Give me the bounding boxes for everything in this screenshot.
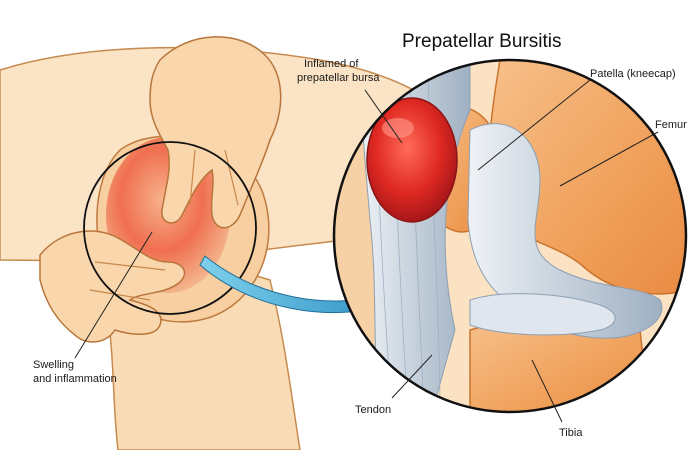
- leader-lines: [74, 79, 659, 423]
- finger-line: [224, 149, 239, 206]
- label-swelling-line2: and inflammation: [33, 373, 117, 385]
- leader-tendon: [391, 354, 433, 399]
- zoom-circle: [332, 58, 688, 414]
- knee-focus-ring: [83, 141, 257, 315]
- leader-patella: [477, 79, 591, 171]
- lower-hand: [39, 230, 186, 343]
- upper-hand: [149, 36, 282, 229]
- label-bursa-line2: prepatellar bursa: [297, 72, 380, 84]
- leader-tibia: [531, 359, 563, 423]
- finger-line: [94, 261, 166, 271]
- finger-line: [189, 149, 196, 206]
- leader-femur: [559, 131, 659, 187]
- label-bursa-line1: Inflamed of: [304, 58, 359, 70]
- label-patella: Patella (kneecap): [590, 68, 676, 80]
- leader-bursa: [364, 89, 403, 144]
- leader-swelling: [74, 231, 153, 359]
- leg-illustration: [0, 36, 471, 450]
- bursa-highlight: [382, 118, 414, 138]
- label-femur: Femur: [655, 119, 687, 131]
- finger-line: [89, 289, 151, 301]
- diagram-title: Prepatellar Bursitis: [402, 31, 561, 52]
- label-tibia: Tibia: [559, 427, 583, 439]
- meniscus: [469, 293, 616, 336]
- label-swelling-line1: Swelling: [33, 359, 74, 371]
- label-tendon: Tendon: [355, 404, 391, 416]
